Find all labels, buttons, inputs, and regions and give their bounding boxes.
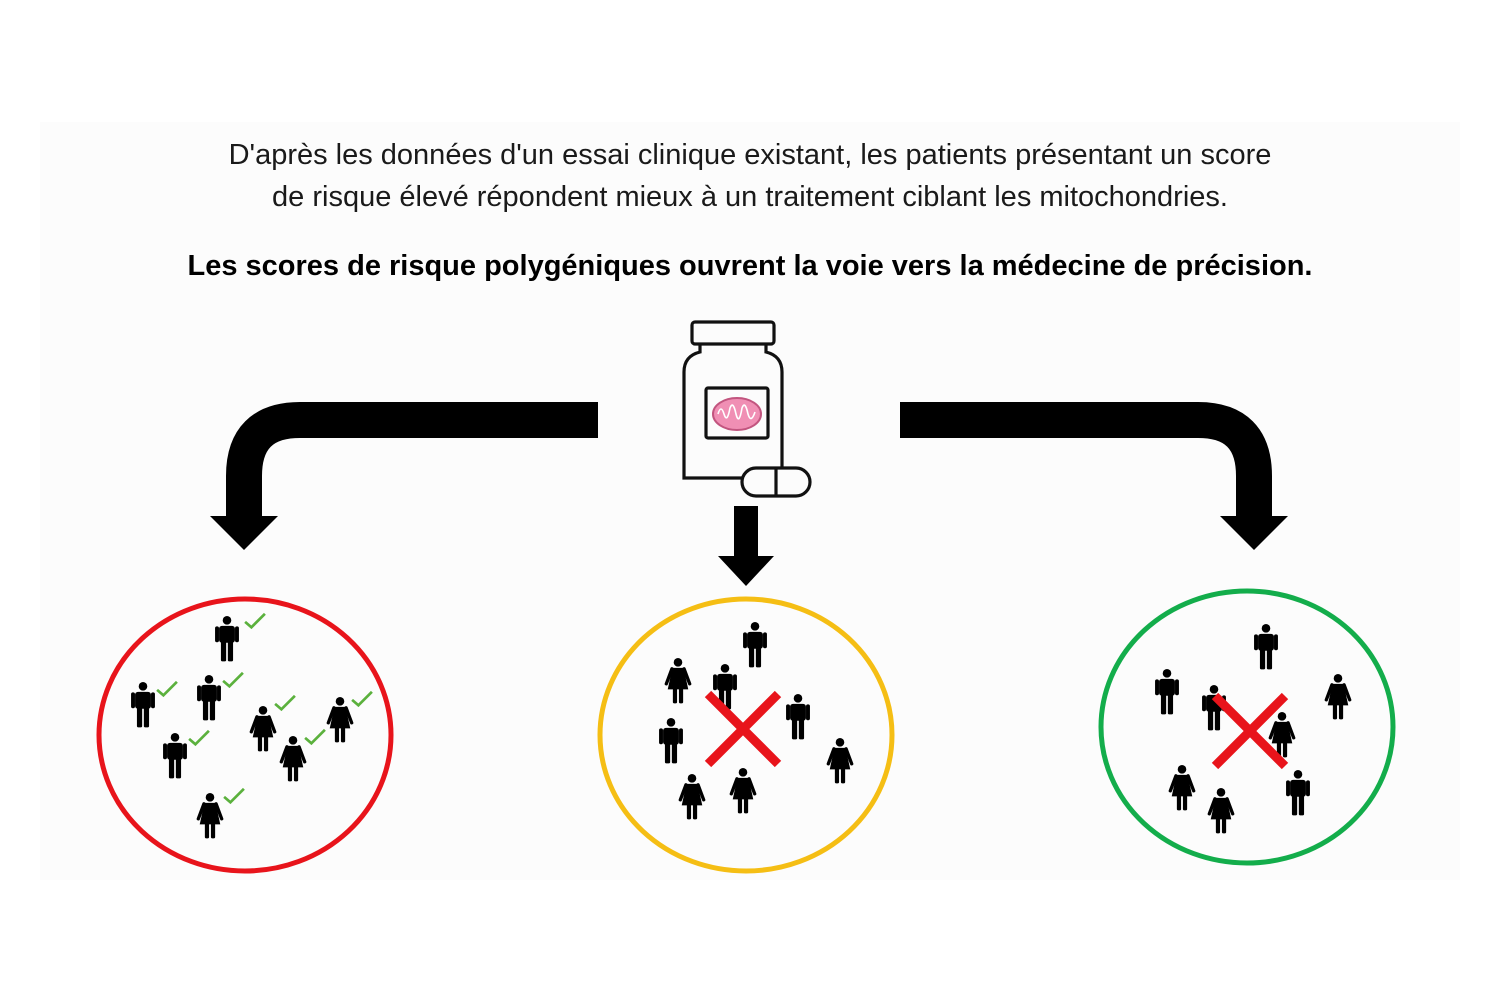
check-icon xyxy=(155,680,179,697)
cross-icon xyxy=(704,690,782,768)
group-ring-medium-risk xyxy=(597,596,895,874)
intro-text-line-1: D'après les données d'un essai clinique … xyxy=(228,139,1272,171)
cross-icon xyxy=(1211,692,1289,770)
person-icon xyxy=(664,656,692,706)
check-icon xyxy=(222,787,246,804)
person-icon xyxy=(743,622,767,668)
mitochondrion-icon xyxy=(712,397,762,431)
person-icon xyxy=(1286,770,1310,816)
person-icon xyxy=(249,704,277,754)
person-icon xyxy=(659,718,683,764)
person-icon xyxy=(197,675,221,721)
check-icon xyxy=(303,728,327,745)
person-icon xyxy=(1155,669,1179,715)
person-icon xyxy=(678,772,706,822)
person-icon xyxy=(786,694,810,740)
person-icon xyxy=(163,733,187,779)
arrow-right xyxy=(900,402,1288,550)
person-icon xyxy=(196,791,224,841)
check-icon xyxy=(243,612,267,629)
group-ring-high-risk xyxy=(96,596,394,874)
person-icon xyxy=(1254,624,1278,670)
medicine-bottle-icon xyxy=(682,320,812,498)
person-icon xyxy=(1324,672,1352,722)
check-icon xyxy=(350,690,374,707)
check-icon xyxy=(221,671,245,688)
person-icon xyxy=(1207,786,1235,836)
person-icon xyxy=(279,734,307,784)
arrow-left xyxy=(210,402,598,550)
intro-text-line-2: de risque élevé répondent mieux à un tra… xyxy=(272,181,1228,213)
check-icon xyxy=(273,694,297,711)
person-icon xyxy=(326,695,354,745)
person-icon xyxy=(729,766,757,816)
person-icon xyxy=(215,616,239,662)
check-icon xyxy=(187,729,211,746)
person-icon xyxy=(826,736,854,786)
person-icon xyxy=(131,682,155,728)
person-icon xyxy=(1168,763,1196,813)
people-high-risk xyxy=(131,612,374,841)
headline: Les scores de risque polygéniques ouvren… xyxy=(187,250,1313,282)
arrow-down-middle xyxy=(718,506,774,586)
group-ring-low-risk xyxy=(1098,588,1396,866)
